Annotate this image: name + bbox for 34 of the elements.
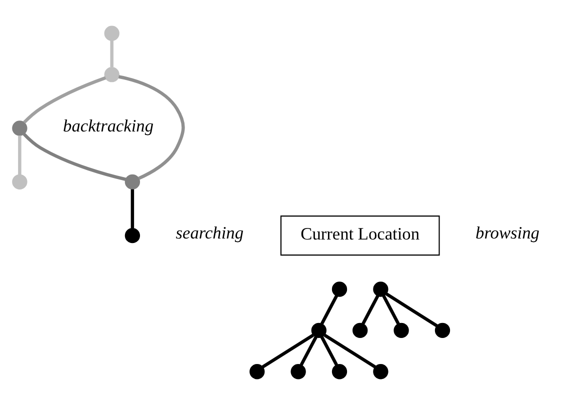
label: backtracking (63, 116, 154, 136)
connector (22, 133, 126, 181)
node-circle (373, 282, 388, 297)
connector (386, 292, 438, 328)
node-circle (104, 66, 120, 82)
node-circle (124, 228, 140, 244)
node-circle (311, 322, 326, 338)
node-circle (250, 364, 265, 380)
connector (118, 75, 185, 180)
node-circle (12, 120, 28, 136)
node-circle (124, 174, 140, 190)
connector (300, 336, 318, 366)
node-circle (332, 364, 348, 380)
connector (320, 336, 338, 366)
node-circle (434, 322, 450, 338)
connector (382, 294, 400, 324)
label: searching (176, 224, 244, 243)
connector (22, 76, 106, 124)
connector (362, 294, 380, 324)
node-circle (290, 364, 306, 380)
node-circle (104, 26, 120, 41)
node-circle (12, 174, 28, 190)
node-circle (332, 282, 348, 297)
label: browsing (476, 224, 540, 243)
connector (110, 40, 114, 68)
node-box: Current Location (280, 216, 440, 256)
connector (130, 189, 134, 228)
connector (324, 334, 376, 368)
connector (320, 294, 338, 324)
node-circle (352, 322, 368, 338)
connector (262, 334, 314, 368)
node-circle (394, 322, 409, 338)
connector (18, 136, 22, 175)
node-circle (373, 364, 388, 380)
